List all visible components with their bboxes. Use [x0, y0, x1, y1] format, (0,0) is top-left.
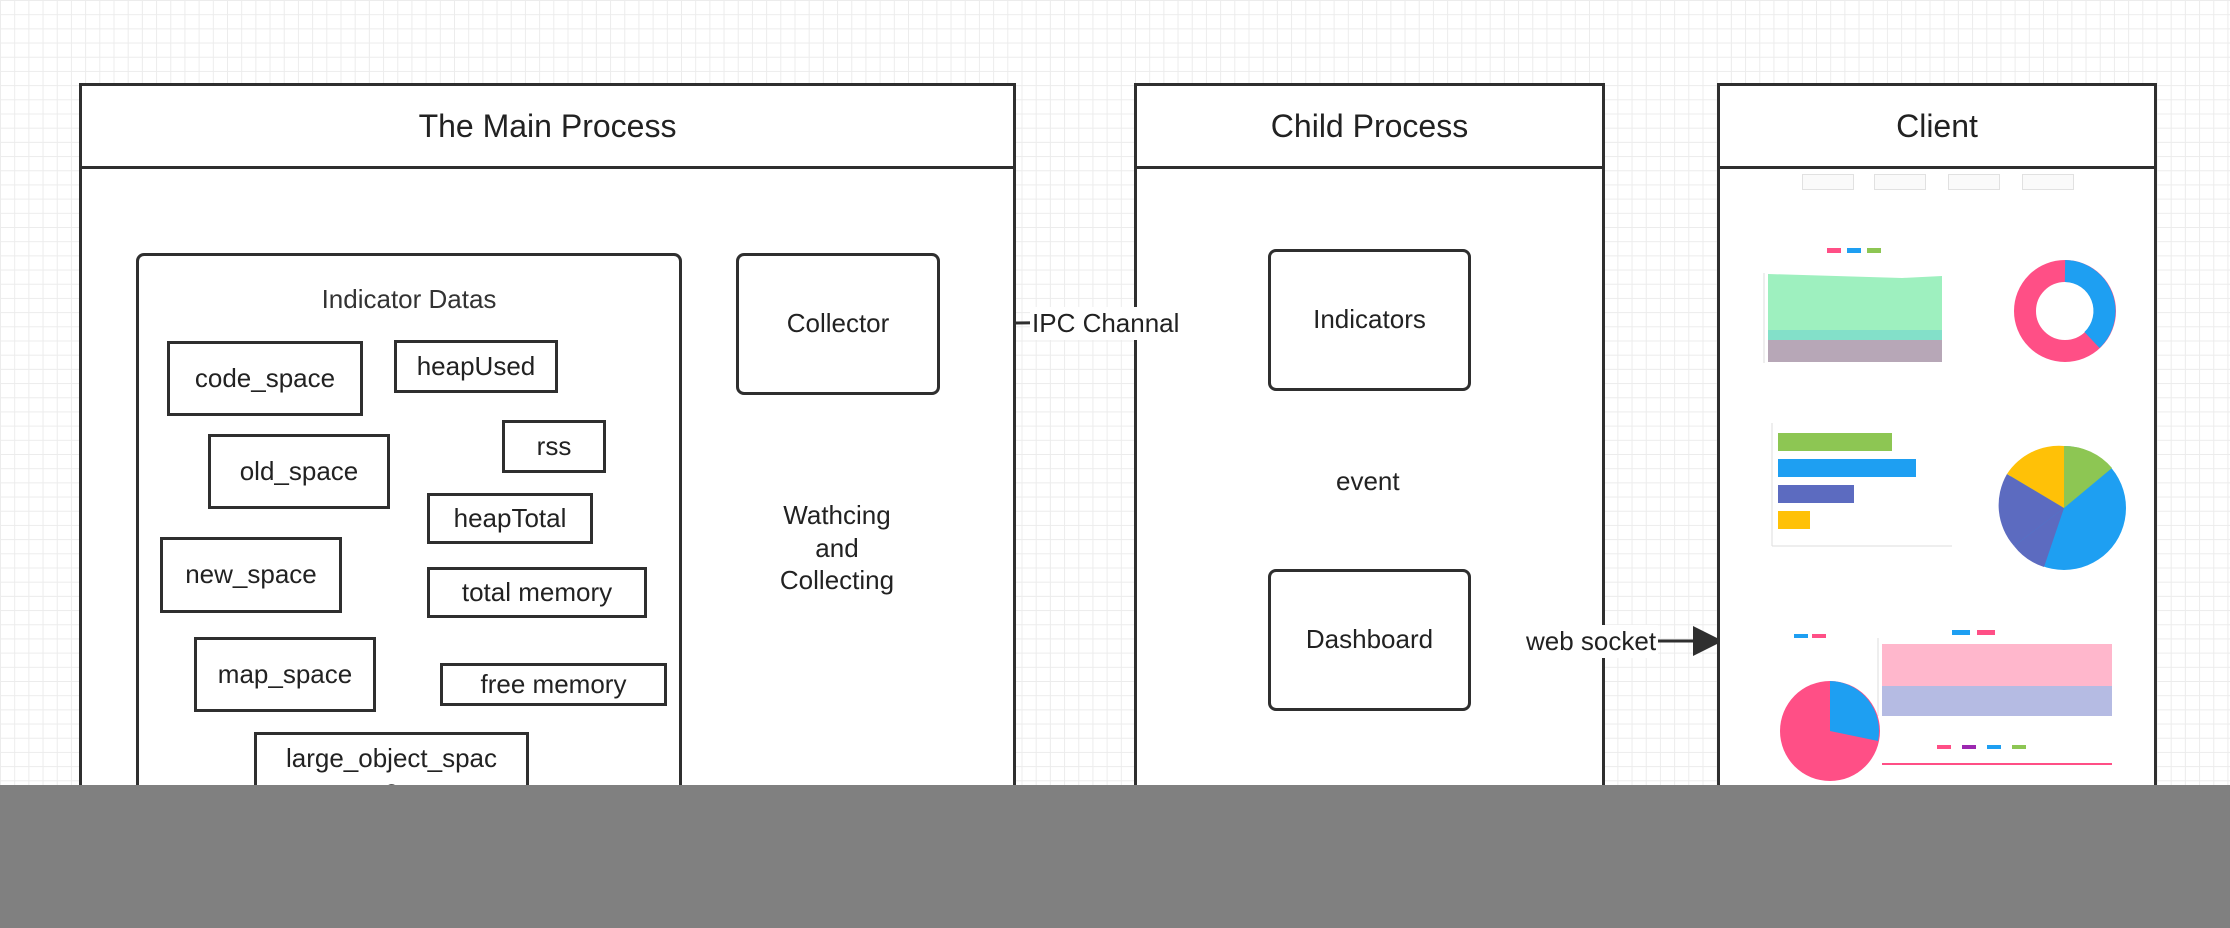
new-space-node[interactable]: new_space — [160, 537, 342, 613]
preview-tab — [1802, 174, 1854, 190]
preview-stacked-band — [1882, 644, 2112, 686]
preview-area — [1768, 340, 1942, 362]
indicator-datas-group[interactable]: Indicator Datas — [136, 253, 682, 813]
watching-collecting-label: Wathcing and Collecting — [768, 499, 906, 597]
free-memory-node[interactable]: free memory — [440, 663, 667, 706]
preview-legend-swatch — [1794, 634, 1808, 638]
preview-legend-swatch — [1952, 630, 1970, 635]
preview-pie-slice — [2014, 508, 2064, 567]
large-object-space-label: large_object_spac e — [285, 743, 498, 804]
preview-bar — [1778, 485, 1854, 503]
preview-pie-slice — [2064, 445, 2112, 508]
preview-pie-3-slice — [1830, 681, 1880, 741]
preview-bar — [1778, 433, 1892, 451]
child-process-title: Child Process — [1137, 86, 1602, 169]
preview-legend-swatch — [1977, 630, 1995, 635]
total-memory-node[interactable]: total memory — [427, 567, 647, 618]
client-dashboard-preview — [1722, 168, 2152, 788]
preview-legend-swatch — [1867, 248, 1881, 253]
preview-tab — [2022, 174, 2074, 190]
rss-node[interactable]: rss — [502, 420, 606, 473]
preview-bar-chart — [1771, 423, 1952, 547]
preview-legend-swatch — [1987, 745, 2001, 749]
indicators-node[interactable]: Indicators — [1268, 249, 1471, 391]
dashboard-node[interactable]: Dashboard — [1268, 569, 1471, 711]
preview-legend-swatch — [2012, 745, 2026, 749]
map-space-node[interactable]: map_space — [194, 637, 376, 712]
heap-total-node[interactable]: heapTotal — [427, 493, 593, 544]
event-label: event — [1334, 465, 1402, 498]
web-socket-label: web socket — [1524, 625, 1659, 658]
indicator-datas-title: Indicator Datas — [321, 284, 497, 314]
preview-charts — [1763, 248, 2126, 781]
collector-node[interactable]: Collector — [736, 253, 940, 395]
heap-used-node[interactable]: heapUsed — [394, 340, 558, 393]
preview-bar — [1778, 511, 1810, 529]
preview-legend-swatch — [1827, 248, 1841, 253]
preview-pie-slice — [2007, 445, 2064, 508]
preview-legend-swatch — [1937, 745, 1951, 749]
preview-tab — [1874, 174, 1926, 190]
preview-donut-blue — [2064, 260, 2116, 348]
bottom-gray-band — [0, 785, 2230, 928]
main-process-title: The Main Process — [82, 86, 1013, 169]
preview-legend-swatch — [1962, 745, 1976, 749]
preview-pie-slice — [1998, 474, 2064, 546]
code-space-node[interactable]: code_space — [167, 341, 363, 416]
client-title: Client — [1720, 86, 2154, 169]
old-space-node[interactable]: old_space — [208, 434, 390, 509]
ipc-channel-label: IPC Channal — [1030, 307, 1182, 340]
preview-area-chart — [1763, 248, 1942, 363]
preview-tab — [1948, 174, 2000, 190]
preview-stacked-band — [1882, 686, 2112, 716]
preview-legend-swatch — [1847, 248, 1861, 253]
preview-bar — [1778, 459, 1916, 477]
preview-legend-swatch — [1812, 634, 1826, 638]
preview-pie-chart — [1998, 445, 2126, 570]
